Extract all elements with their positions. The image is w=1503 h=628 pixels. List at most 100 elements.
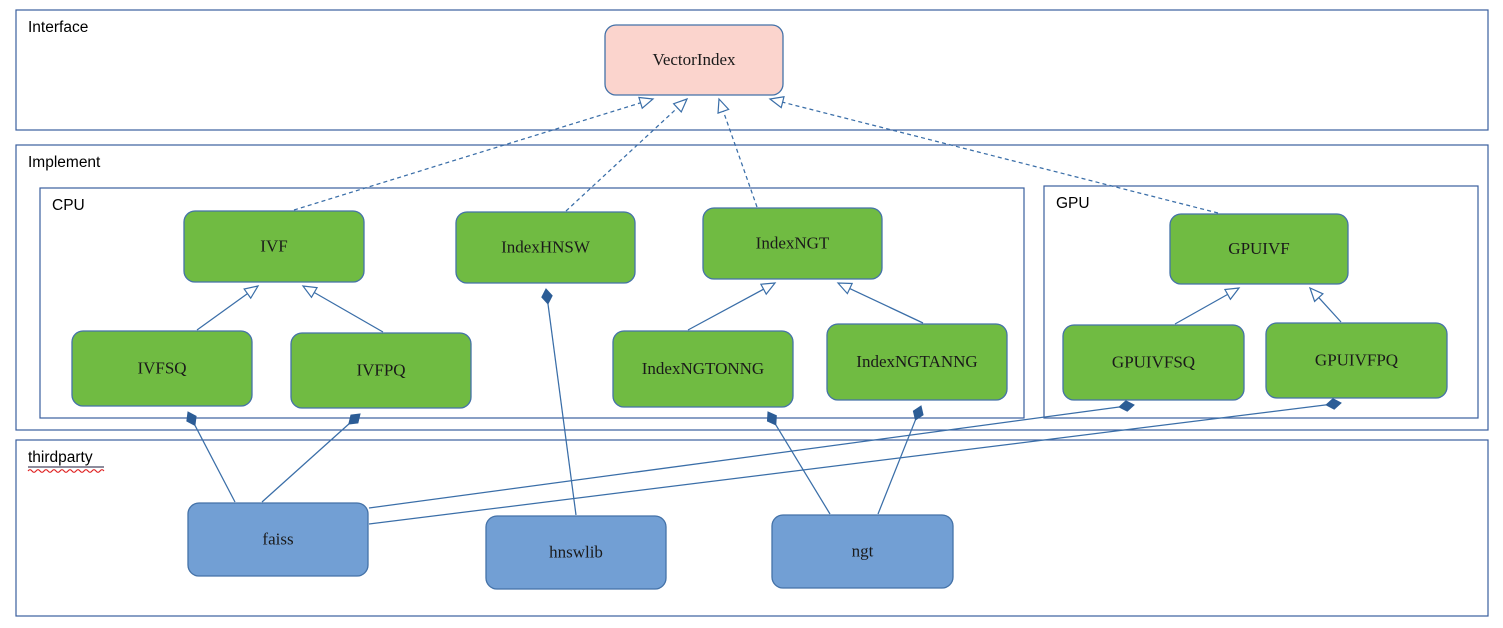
edge-e-hnsw-vi bbox=[565, 97, 689, 212]
edge-e-ivfsq-ivf bbox=[196, 285, 260, 331]
edge-e-ngt-vi bbox=[717, 97, 758, 208]
node-box-ngt[interactable] bbox=[771, 514, 954, 589]
edges-layer bbox=[186, 96, 1342, 525]
edge-line-e-gpuivfsq-gpuivf bbox=[1174, 293, 1228, 325]
group-label-thirdparty: thirdparty bbox=[28, 449, 93, 466]
node-label-ngt: ngt bbox=[852, 541, 874, 560]
edge-line-e-ngtanng-ngt bbox=[849, 287, 924, 324]
node-label-faiss: faiss bbox=[262, 529, 293, 548]
edge-e-gpuivfpq-gpuivf bbox=[1308, 286, 1342, 323]
edge-e-faiss-gpuivfpq bbox=[368, 398, 1342, 525]
edge-e-faiss-ivfsq bbox=[186, 411, 236, 503]
edge-e-gpuivfsq-gpuivf bbox=[1174, 287, 1241, 325]
node-label-gpuivfsq: GPUIVFSQ bbox=[1112, 352, 1195, 371]
node-box-indexngtonng[interactable] bbox=[612, 330, 794, 408]
node-label-indexngt: IndexNGT bbox=[756, 233, 830, 252]
node-label-indexngtonng: IndexNGTONNG bbox=[642, 359, 764, 378]
hollow-triangle-arrowhead bbox=[243, 285, 260, 300]
node-gpuivfsq[interactable]: GPUIVFSQ bbox=[1062, 324, 1245, 401]
filled-diamond-arrowhead bbox=[186, 411, 197, 427]
edge-line-e-hnswlib-hnsw bbox=[547, 303, 577, 516]
group-label-gpu: GPU bbox=[1056, 195, 1090, 212]
hollow-triangle-arrowhead bbox=[672, 97, 689, 114]
node-box-gpuivf[interactable] bbox=[1169, 213, 1349, 285]
node-box-ivfsq[interactable] bbox=[71, 330, 253, 407]
node-gpuivfpq[interactable]: GPUIVFPQ bbox=[1265, 322, 1448, 399]
group-label-cpu: CPU bbox=[52, 197, 85, 214]
hollow-triangle-arrowhead bbox=[768, 96, 785, 109]
hollow-triangle-arrowhead bbox=[1308, 286, 1324, 303]
node-indexngt[interactable]: IndexNGT bbox=[702, 207, 883, 280]
hollow-triangle-arrowhead bbox=[638, 96, 655, 110]
node-label-ivfsq: IVFSQ bbox=[137, 358, 186, 377]
edge-line-e-gpuivfpq-gpuivf bbox=[1318, 297, 1342, 323]
edge-e-gpuivf-vi bbox=[768, 96, 1219, 214]
node-box-hnswlib[interactable] bbox=[485, 515, 667, 590]
node-ivf[interactable]: IVF bbox=[183, 210, 365, 283]
edge-e-ngtonng-ngt bbox=[687, 282, 777, 331]
edge-line-e-ivfsq-ivf bbox=[196, 293, 248, 331]
group-label-implement: Implement bbox=[28, 154, 101, 171]
filled-diamond-arrowhead bbox=[1118, 400, 1135, 412]
edge-line-e-gpuivf-vi bbox=[782, 101, 1219, 214]
node-box-gpuivfpq[interactable] bbox=[1265, 322, 1448, 399]
edge-e-ivfpq-ivf bbox=[301, 285, 384, 333]
node-gpuivf[interactable]: GPUIVF bbox=[1169, 213, 1349, 285]
filled-diamond-arrowhead bbox=[912, 405, 924, 421]
hollow-triangle-arrowhead bbox=[1223, 287, 1241, 301]
node-label-ivf: IVF bbox=[260, 236, 287, 255]
edge-e-faiss-ivfpq bbox=[261, 413, 361, 503]
edge-line-e-ngtonng-ngt bbox=[687, 288, 764, 331]
node-box-faiss[interactable] bbox=[187, 502, 369, 577]
edge-line-e-faiss-ivfsq bbox=[194, 425, 236, 503]
edge-line-e-faiss-gpuivfpq bbox=[368, 404, 1327, 525]
node-indexngtanng[interactable]: IndexNGTANNG bbox=[826, 323, 1008, 401]
edge-e-ivf-vi bbox=[293, 96, 655, 211]
filled-diamond-arrowhead bbox=[766, 411, 777, 426]
group-label-interface: Interface bbox=[28, 19, 88, 36]
node-label-gpuivfpq: GPUIVFPQ bbox=[1315, 350, 1398, 369]
edge-line-e-faiss-ivfpq bbox=[261, 423, 350, 503]
node-hnswlib[interactable]: hnswlib bbox=[485, 515, 667, 590]
edge-line-e-faiss-gpuivfsq bbox=[368, 406, 1120, 509]
node-label-ivfpq: IVFPQ bbox=[356, 360, 405, 379]
filled-diamond-arrowhead bbox=[1325, 398, 1342, 410]
node-ivfsq[interactable]: IVFSQ bbox=[71, 330, 253, 407]
node-ngt[interactable]: ngt bbox=[771, 514, 954, 589]
edge-line-e-hnsw-vi bbox=[565, 107, 678, 212]
node-ivfpq[interactable]: IVFPQ bbox=[290, 332, 472, 409]
edge-e-faiss-gpuivfsq bbox=[368, 400, 1135, 509]
node-box-vectorindex[interactable] bbox=[604, 24, 784, 96]
filled-diamond-arrowhead bbox=[541, 288, 553, 305]
hollow-triangle-arrowhead bbox=[301, 285, 319, 299]
node-box-indexhnsw[interactable] bbox=[455, 211, 636, 284]
hollow-triangle-arrowhead bbox=[717, 97, 730, 114]
node-faiss[interactable]: faiss bbox=[187, 502, 369, 577]
node-box-indexngt[interactable] bbox=[702, 207, 883, 280]
node-box-ivf[interactable] bbox=[183, 210, 365, 283]
node-indexngtonng[interactable]: IndexNGTONNG bbox=[612, 330, 794, 408]
edge-line-e-ivfpq-ivf bbox=[313, 291, 384, 333]
node-vectorindex[interactable]: VectorIndex bbox=[604, 24, 784, 96]
node-box-indexngtanng[interactable] bbox=[826, 323, 1008, 401]
filled-diamond-arrowhead bbox=[348, 413, 361, 425]
edge-e-ngt-onng bbox=[766, 411, 831, 515]
node-label-indexhnsw: IndexHNSW bbox=[501, 237, 591, 256]
edge-e-hnswlib-hnsw bbox=[541, 288, 577, 516]
hollow-triangle-arrowhead bbox=[759, 282, 777, 296]
spellcheck-squiggle-thirdparty bbox=[27, 469, 105, 473]
node-box-gpuivfsq[interactable] bbox=[1062, 324, 1245, 401]
node-box-ivfpq[interactable] bbox=[290, 332, 472, 409]
node-label-vectorindex: VectorIndex bbox=[652, 50, 736, 69]
edge-line-e-ngt-anng bbox=[877, 419, 917, 515]
edge-e-ngt-anng bbox=[877, 405, 924, 515]
edge-line-e-ngt-onng bbox=[775, 424, 831, 515]
node-indexhnsw[interactable]: IndexHNSW bbox=[455, 211, 636, 284]
hollow-triangle-arrowhead bbox=[836, 282, 854, 295]
edge-e-ngtanng-ngt bbox=[836, 282, 924, 324]
edge-line-e-ivf-vi bbox=[293, 102, 641, 211]
node-label-indexngtanng: IndexNGTANNG bbox=[856, 352, 977, 371]
